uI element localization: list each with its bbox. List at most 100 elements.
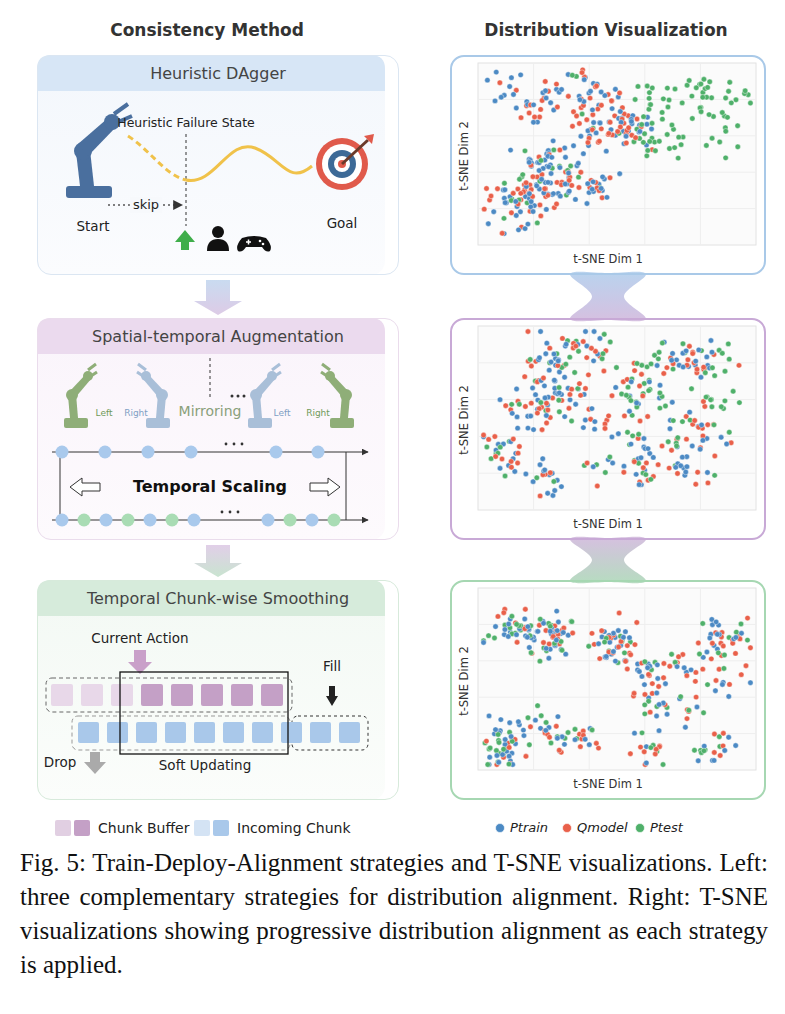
scatter-point (566, 94, 571, 99)
scatter-point (701, 710, 706, 715)
scatter-point (631, 691, 636, 696)
flow-arrow (194, 545, 242, 577)
scatter-point (594, 741, 599, 746)
scatter-point (648, 102, 653, 107)
scatter-point (589, 406, 594, 411)
scatter-point (647, 90, 652, 95)
scatter-point (491, 209, 496, 214)
goal-target-icon (316, 134, 374, 190)
scatter-point (654, 713, 659, 718)
scatter-point (538, 329, 543, 334)
legend-swatch (496, 824, 505, 833)
scatter-point (625, 666, 630, 671)
scatter-point (657, 382, 662, 387)
scatter-point (590, 107, 595, 112)
scatter-point (556, 385, 561, 390)
time-step (328, 514, 341, 527)
scatter-point (727, 356, 732, 361)
caption: Fig. 5: Train-Deploy-Alignment strategie… (20, 846, 768, 982)
scatter-point (535, 220, 540, 225)
legend-swatch (55, 820, 71, 836)
scatter-point (550, 493, 555, 498)
scatter-point (623, 134, 628, 139)
scatter-point (503, 403, 508, 408)
scatter-point (492, 635, 497, 640)
time-step (185, 446, 198, 459)
scatter-point (743, 663, 748, 668)
scatter-point (735, 144, 740, 149)
scatter-point (653, 148, 658, 153)
scatter-point (748, 100, 753, 105)
scatter-point (624, 393, 629, 398)
scatter-point (556, 357, 561, 362)
scatter-point (527, 191, 532, 196)
scatter-point (509, 614, 514, 619)
scatter-point (623, 658, 628, 663)
scatter-point (589, 631, 594, 636)
scatter-point (663, 681, 668, 686)
scatter-point (497, 466, 502, 471)
scatter-point (484, 186, 489, 191)
scatter-point (597, 336, 602, 341)
scatter-point (606, 131, 611, 136)
scatter-point (628, 441, 633, 446)
scatter-point (656, 702, 661, 707)
scatter-point (563, 341, 568, 346)
scatter-point (494, 753, 499, 758)
scatter-point (655, 676, 660, 681)
scatter-point (544, 413, 549, 418)
scatter-point (551, 191, 556, 196)
panel-title: Spatial-temporal Augmentation (38, 319, 398, 355)
scatter-point (496, 760, 501, 765)
scatter-point (572, 737, 577, 742)
scatter-point (647, 379, 652, 384)
scatter-point (733, 635, 738, 640)
annotation: Heuristic Failure State (117, 115, 255, 130)
scatter-point (669, 122, 674, 127)
scatter-point (566, 170, 571, 175)
scatter-point (539, 713, 544, 718)
column-heading: Distribution Visualization (484, 20, 727, 40)
scatter-point (659, 110, 664, 115)
scatter-point (700, 621, 705, 626)
scatter-point (604, 148, 609, 153)
scatter-point (525, 624, 530, 629)
scatter-point (587, 742, 592, 747)
scatter-point (629, 379, 634, 384)
scatter-point (734, 629, 739, 634)
scatter-point (710, 365, 715, 370)
scatter-point (563, 155, 568, 160)
scatter-point (584, 460, 589, 465)
scatter-point (748, 680, 753, 685)
incoming-chunk (339, 722, 360, 743)
scatter-point (725, 115, 730, 120)
scatter-point (636, 432, 641, 437)
scatter-point (680, 341, 685, 346)
scatter-point (599, 195, 604, 200)
scatter-point (684, 436, 689, 441)
scatter-point (600, 174, 605, 179)
scatter-point (693, 482, 698, 487)
scatter-point (531, 120, 536, 125)
scatter-point (622, 658, 627, 663)
scatter-point (523, 404, 528, 409)
scatter-point (538, 400, 543, 405)
scatter-point (618, 124, 623, 129)
scatter-point (552, 378, 557, 383)
annotation: Goal (327, 215, 358, 231)
scatter-point (578, 134, 583, 139)
scatter-point (644, 460, 649, 465)
scatter-point (670, 366, 675, 371)
scatter-point (727, 682, 732, 687)
scatter-point (692, 418, 697, 423)
scatter-point (712, 373, 717, 378)
scatter-point (722, 398, 727, 403)
scatter-point (487, 754, 492, 759)
intervention-icons (175, 226, 271, 252)
scatter-point (673, 465, 678, 470)
scatter-point (526, 110, 531, 115)
legend-swatch (563, 824, 572, 833)
scatter-point (599, 356, 604, 361)
scatter-point (667, 146, 672, 151)
scatter-point (635, 84, 640, 89)
